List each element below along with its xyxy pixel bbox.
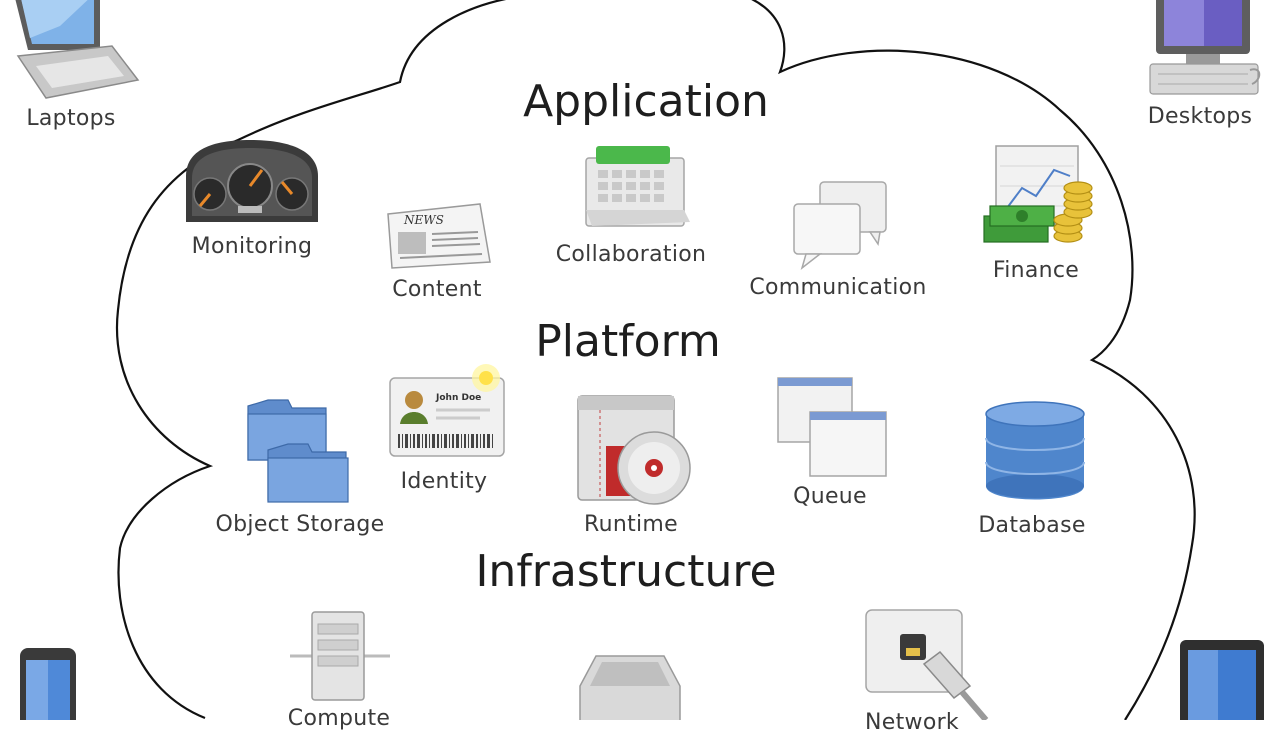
monitoring-label: Monitoring xyxy=(191,234,313,259)
desktop-icon xyxy=(1149,0,1261,95)
dashboard-gauge-icon xyxy=(186,140,318,222)
stacked-windows-icon xyxy=(777,377,887,477)
id-card-icon: John Doe xyxy=(389,364,505,457)
laptop-icon xyxy=(15,0,140,99)
newspaper-icon: NEWS xyxy=(387,203,491,269)
cloud-outline xyxy=(115,0,1196,720)
cloud-computing-diagram: NEWS xyxy=(15,0,1264,720)
infrastructure-heading: Infrastructure xyxy=(475,546,777,597)
object-storage-label: Object Storage xyxy=(215,512,385,537)
tablet-icon xyxy=(1180,640,1264,720)
software-box-disc-icon xyxy=(577,395,691,505)
database-label: Database xyxy=(978,513,1086,538)
queue-label: Queue xyxy=(793,484,867,509)
finance-chart-money-icon xyxy=(983,145,1093,243)
id-card-name: John Doe xyxy=(435,393,481,403)
hard-drive-icon xyxy=(579,655,681,720)
communication-label: Communication xyxy=(749,275,927,300)
network-label: Network xyxy=(865,710,959,735)
runtime-label: Runtime xyxy=(584,512,678,537)
calendar-icon xyxy=(585,146,690,227)
desktops-label: Desktops xyxy=(1147,104,1253,129)
compute-label: Compute xyxy=(287,706,391,731)
folder-icon xyxy=(247,399,349,503)
content-label: Content xyxy=(392,277,482,302)
news-masthead: NEWS xyxy=(403,213,444,227)
phone-icon xyxy=(20,648,76,720)
identity-label: Identity xyxy=(400,469,488,494)
application-heading: Application xyxy=(523,76,769,127)
database-icon xyxy=(985,401,1085,500)
laptops-label: Laptops xyxy=(26,106,116,131)
server-tower-icon xyxy=(290,611,390,701)
collaboration-label: Collaboration xyxy=(555,242,707,267)
platform-heading: Platform xyxy=(535,316,721,367)
network-socket-icon xyxy=(865,609,989,720)
finance-label: Finance xyxy=(992,258,1080,283)
chat-bubbles-icon xyxy=(793,181,887,271)
